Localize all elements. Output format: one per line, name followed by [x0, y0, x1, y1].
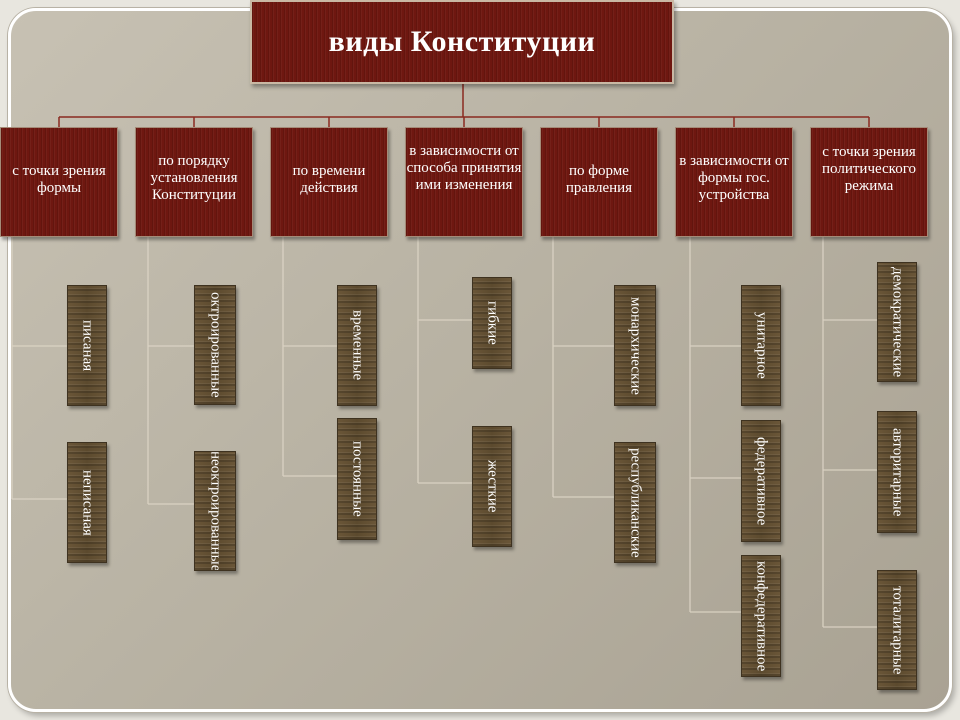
leaf-republican: республиканские — [614, 442, 656, 563]
leaf-monarchic: монархические — [614, 285, 656, 406]
category-government-form-label: по форме правления — [565, 163, 633, 196]
leaf-temporary: временные — [337, 285, 377, 406]
category-establishment: по порядку установления Конституции — [135, 127, 253, 237]
leaf-flexible: гибкие — [472, 277, 512, 369]
category-establishment-label: по порядку установления Конституции — [150, 153, 238, 203]
leaf-totalitarian: тоталитарные — [877, 570, 917, 690]
leaf-confederal: конфедеративное — [741, 555, 781, 677]
leaf-unitary: унитарное — [741, 285, 781, 406]
category-form: с точки зрения формы — [0, 127, 118, 237]
category-amendment: в зависимости от способа принятия ими из… — [405, 127, 523, 237]
diagram-title: виды Конституции — [250, 0, 674, 84]
leaf-non-octroyed: неоктроированные — [194, 451, 236, 571]
leaf-rigid: жесткие — [472, 426, 512, 547]
category-political-regime: с точки зрения политического режима — [810, 127, 928, 237]
category-state-structure: в зависимости от формы гос. устройства — [675, 127, 793, 237]
category-form-label: с точки зрения формы — [12, 163, 106, 196]
leaf-permanent: постоянные — [337, 418, 377, 540]
leaf-authoritarian: авторитарные — [877, 411, 917, 533]
leaf-octroyed: октроированные — [194, 285, 236, 405]
leaf-federal: федеративное — [741, 420, 781, 542]
leaf-unwritten: неписаная — [67, 442, 107, 563]
category-government-form: по форме правления — [540, 127, 658, 237]
leaf-democratic: демократические — [877, 262, 917, 382]
category-amendment-label: в зависимости от способа принятия ими из… — [406, 143, 522, 193]
category-duration-label: по времени действия — [292, 163, 366, 196]
category-duration: по времени действия — [270, 127, 388, 237]
leaf-written: писаная — [67, 285, 107, 406]
category-state-structure-label: в зависимости от формы гос. устройства — [679, 153, 789, 203]
category-political-regime-label: с точки зрения политического режима — [822, 144, 916, 194]
